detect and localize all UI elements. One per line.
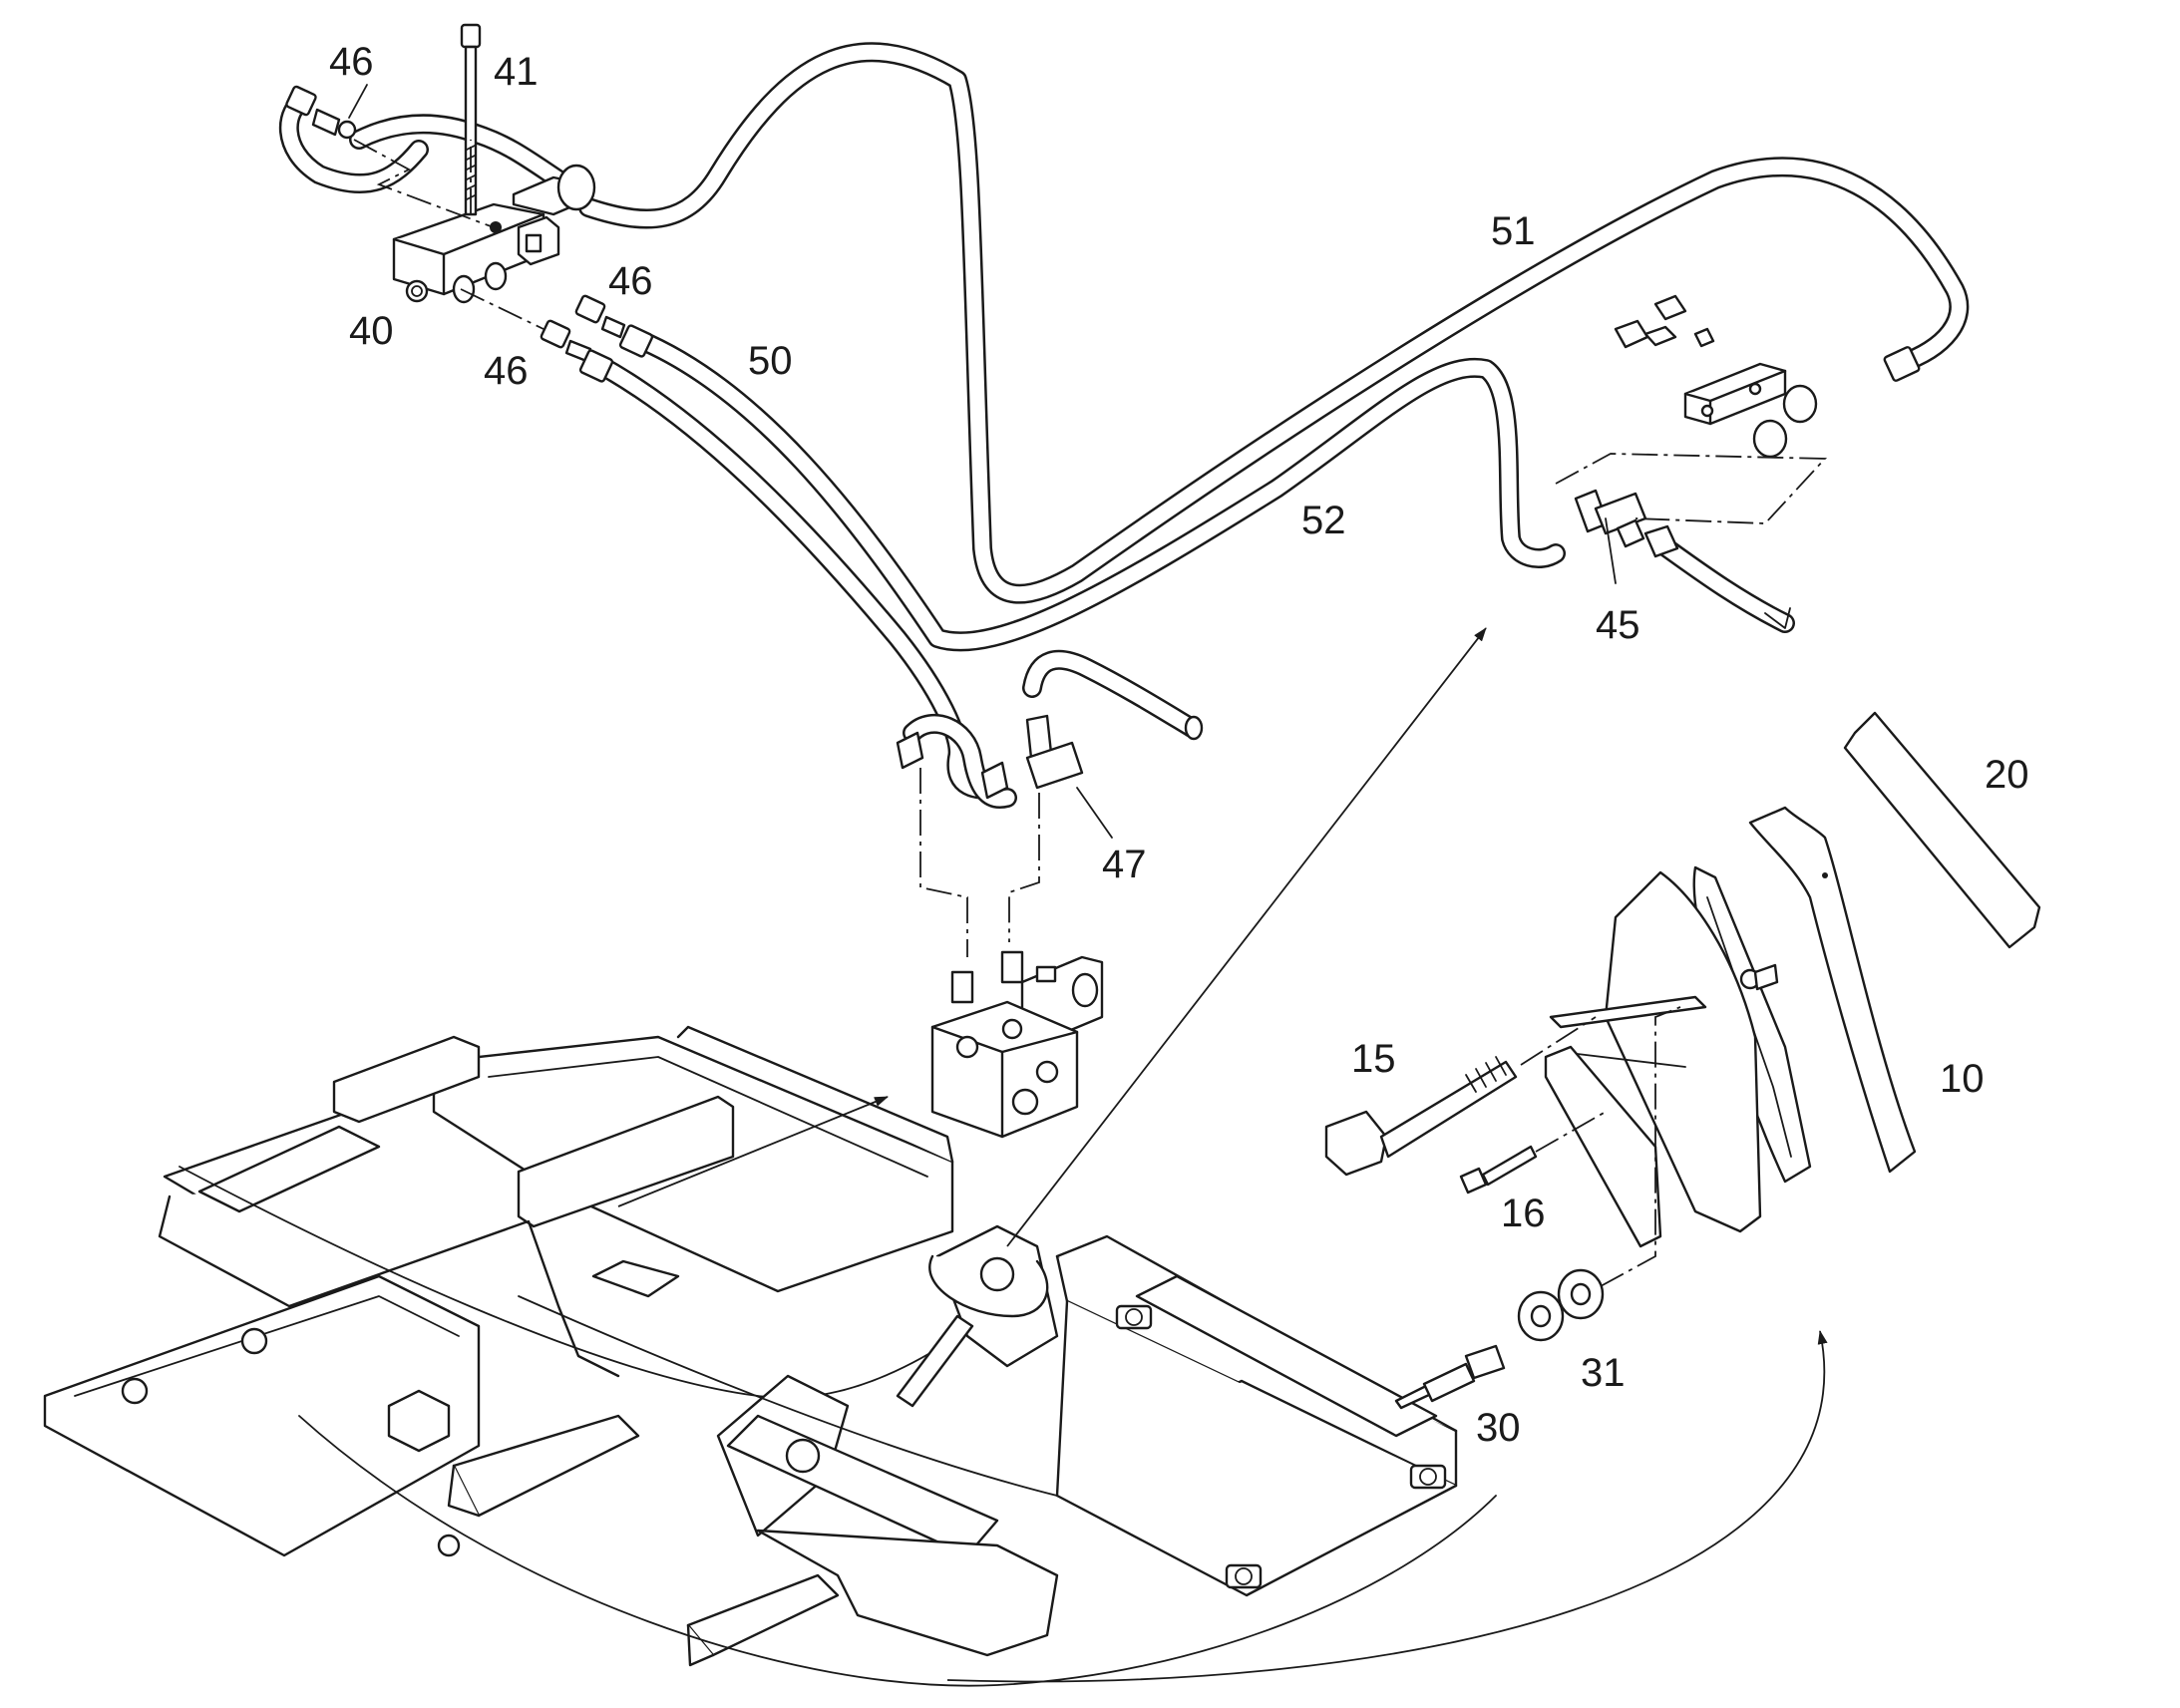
callout-46-top: 46 — [329, 40, 374, 84]
dash-46-to-40-low — [460, 288, 545, 330]
nut-hose-50-b — [578, 349, 614, 383]
bolt-15 — [1324, 1056, 1518, 1177]
callout-30: 30 — [1476, 1406, 1521, 1450]
tube-center-short — [1022, 649, 1204, 741]
callout-46-mid: 46 — [608, 259, 653, 303]
tee-47 — [896, 714, 1084, 800]
fitting-46-mid — [574, 294, 626, 339]
dash-31-to-pedal — [1600, 1006, 1681, 1287]
dash-tee-to-valve-a — [919, 768, 968, 957]
nut-hose-51-end — [1883, 346, 1921, 382]
dash-tee-to-valve-b — [1008, 793, 1040, 942]
valve-block-40 — [392, 164, 596, 304]
dash-16-to-bracket — [1535, 1111, 1607, 1153]
arrow-to-hoses — [1006, 627, 1487, 1247]
bracket-pedal — [1544, 1045, 1662, 1248]
pedal-frame — [1549, 865, 1812, 1233]
callout-50: 50 — [748, 339, 793, 383]
callout-51: 51 — [1491, 209, 1536, 253]
callout-40: 40 — [349, 309, 394, 353]
arrow-to-valve — [617, 1096, 889, 1207]
hose-52 — [628, 329, 1566, 652]
hose-upper-left-loop — [278, 90, 429, 194]
leader-46-top — [348, 84, 368, 119]
dash-15-to-frame — [1520, 1016, 1597, 1066]
manifold-45 — [1574, 294, 1818, 558]
hose-51 — [578, 42, 1970, 604]
callout-46-low: 46 — [484, 349, 529, 393]
washers-31 — [1517, 1268, 1605, 1342]
hose-50 — [588, 354, 1007, 800]
dash-45-box — [1555, 453, 1828, 524]
bolt-16 — [1459, 1145, 1538, 1195]
nut-hose-50-a — [618, 324, 654, 358]
tube-right-end — [1650, 533, 1795, 633]
callout-47: 47 — [1102, 843, 1147, 886]
pad-20 — [1843, 711, 2041, 949]
leader-47 — [1076, 787, 1113, 839]
bolt-41 — [460, 23, 482, 216]
hose-upper-left-top — [349, 114, 568, 189]
sensor-30 — [1394, 1344, 1506, 1410]
callout-10: 10 — [1940, 1057, 1985, 1101]
callout-41: 41 — [494, 50, 539, 94]
dash-46-to-40-top — [353, 139, 500, 230]
leader-45 — [1605, 517, 1617, 584]
callout-16: 16 — [1501, 1192, 1546, 1235]
callout-45: 45 — [1596, 603, 1640, 647]
fitting-46-top — [285, 85, 357, 140]
arrow-to-pedal — [946, 1330, 1828, 1683]
chassis-frame — [43, 1025, 1497, 1687]
callout-15: 15 — [1351, 1037, 1396, 1081]
callout-52: 52 — [1301, 499, 1346, 542]
pedal-pad-10 — [1748, 806, 1917, 1174]
fitting-46-low — [540, 319, 592, 363]
callout-20: 20 — [1985, 753, 2029, 797]
callout-31: 31 — [1581, 1351, 1626, 1395]
valve-block-center — [930, 950, 1104, 1139]
